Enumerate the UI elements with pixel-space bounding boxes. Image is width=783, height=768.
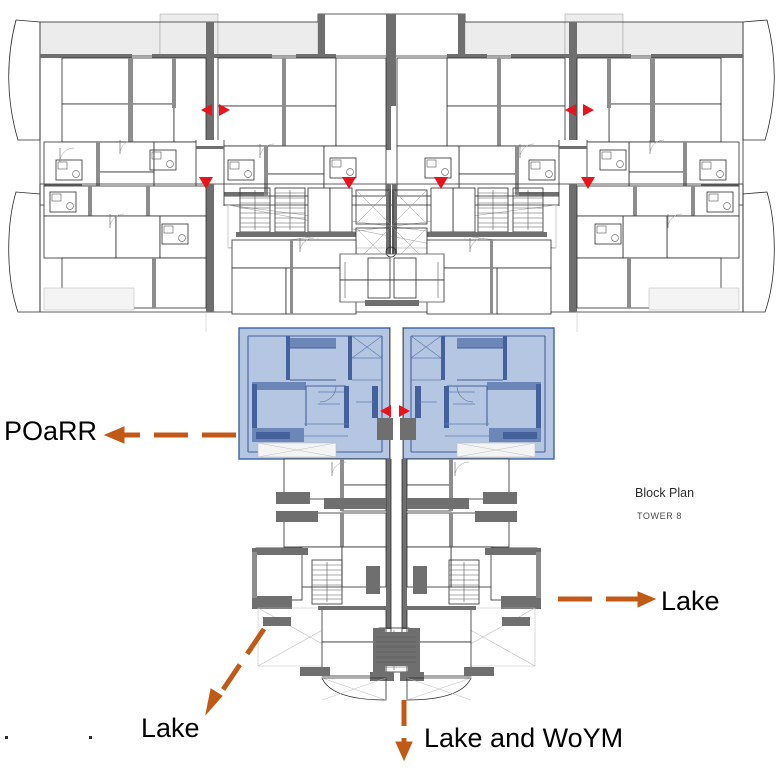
annotation-arrows bbox=[103, 426, 657, 762]
view-marker-down-3 bbox=[434, 177, 448, 189]
block-plan-title: Block Plan bbox=[635, 486, 695, 500]
view-marker-left-c bbox=[380, 405, 391, 417]
view-marker-left-a bbox=[201, 104, 212, 116]
view-marker-down-4 bbox=[581, 177, 595, 189]
annotation-label-lake-and-woym: Lake and WoYM bbox=[424, 723, 624, 753]
annotation-label-lake-right: Lake bbox=[661, 586, 720, 616]
registration-dots bbox=[5, 736, 92, 739]
view-marker-right-a bbox=[219, 104, 230, 116]
south-wing-upper-floor bbox=[8, 183, 775, 332]
lake-right-arrow bbox=[558, 591, 657, 608]
highlighted-apartment-units[interactable] bbox=[238, 327, 555, 460]
annotation-label-lake-bottom-left: Lake bbox=[141, 713, 200, 743]
view-marker-right-b bbox=[583, 104, 594, 116]
annotation-label-poarr: POaRR bbox=[4, 416, 98, 446]
central-core bbox=[339, 246, 445, 306]
lake-bottom-left-arrow bbox=[205, 627, 267, 716]
view-marker-down-2 bbox=[342, 177, 356, 189]
poarr-arrow bbox=[103, 426, 236, 444]
view-direction-markers bbox=[199, 104, 595, 417]
block-plan-subtitle: TOWER 8 bbox=[637, 511, 683, 521]
view-marker-right-c bbox=[399, 405, 410, 417]
lake-woym-arrow bbox=[395, 700, 413, 762]
view-marker-down-1 bbox=[199, 177, 213, 189]
lower-tail-floor-plan bbox=[252, 458, 541, 701]
view-marker-left-b bbox=[565, 104, 576, 116]
